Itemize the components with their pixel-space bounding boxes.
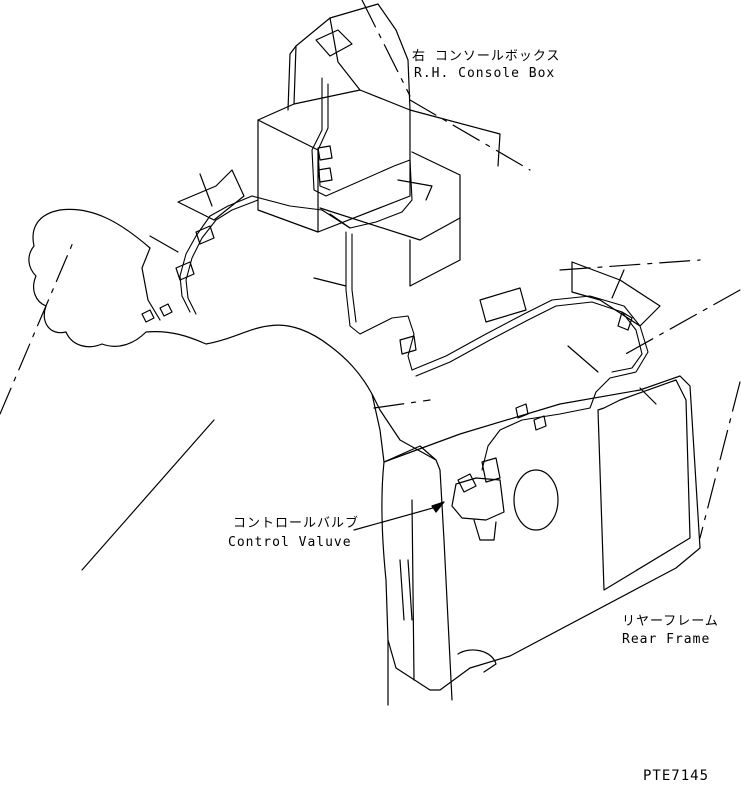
rear-frame-label-jp: リヤーフレーム xyxy=(622,614,719,629)
clamps-and-tags xyxy=(141,145,661,431)
console-box-label-jp: 右 コンソールボックス xyxy=(412,49,561,64)
control-valve-label-jp: コントロールバルブ xyxy=(233,516,360,531)
seat-dash-2 xyxy=(81,419,215,571)
console-box-label-en: R.H. Console Box xyxy=(414,66,556,81)
seat-cushion xyxy=(141,247,161,321)
seat-outline xyxy=(28,208,389,706)
wiring-harness xyxy=(179,77,649,471)
control-valve-label-en: Control Valuve xyxy=(228,535,352,550)
rear-frame xyxy=(371,259,741,701)
console-box xyxy=(257,0,531,287)
leader-lines xyxy=(149,173,657,531)
rear-frame-label-en: Rear Frame xyxy=(622,632,711,647)
seat-dash-1 xyxy=(0,239,75,415)
control-valve xyxy=(451,457,505,541)
drawing-code: PTE7145 xyxy=(643,768,710,784)
